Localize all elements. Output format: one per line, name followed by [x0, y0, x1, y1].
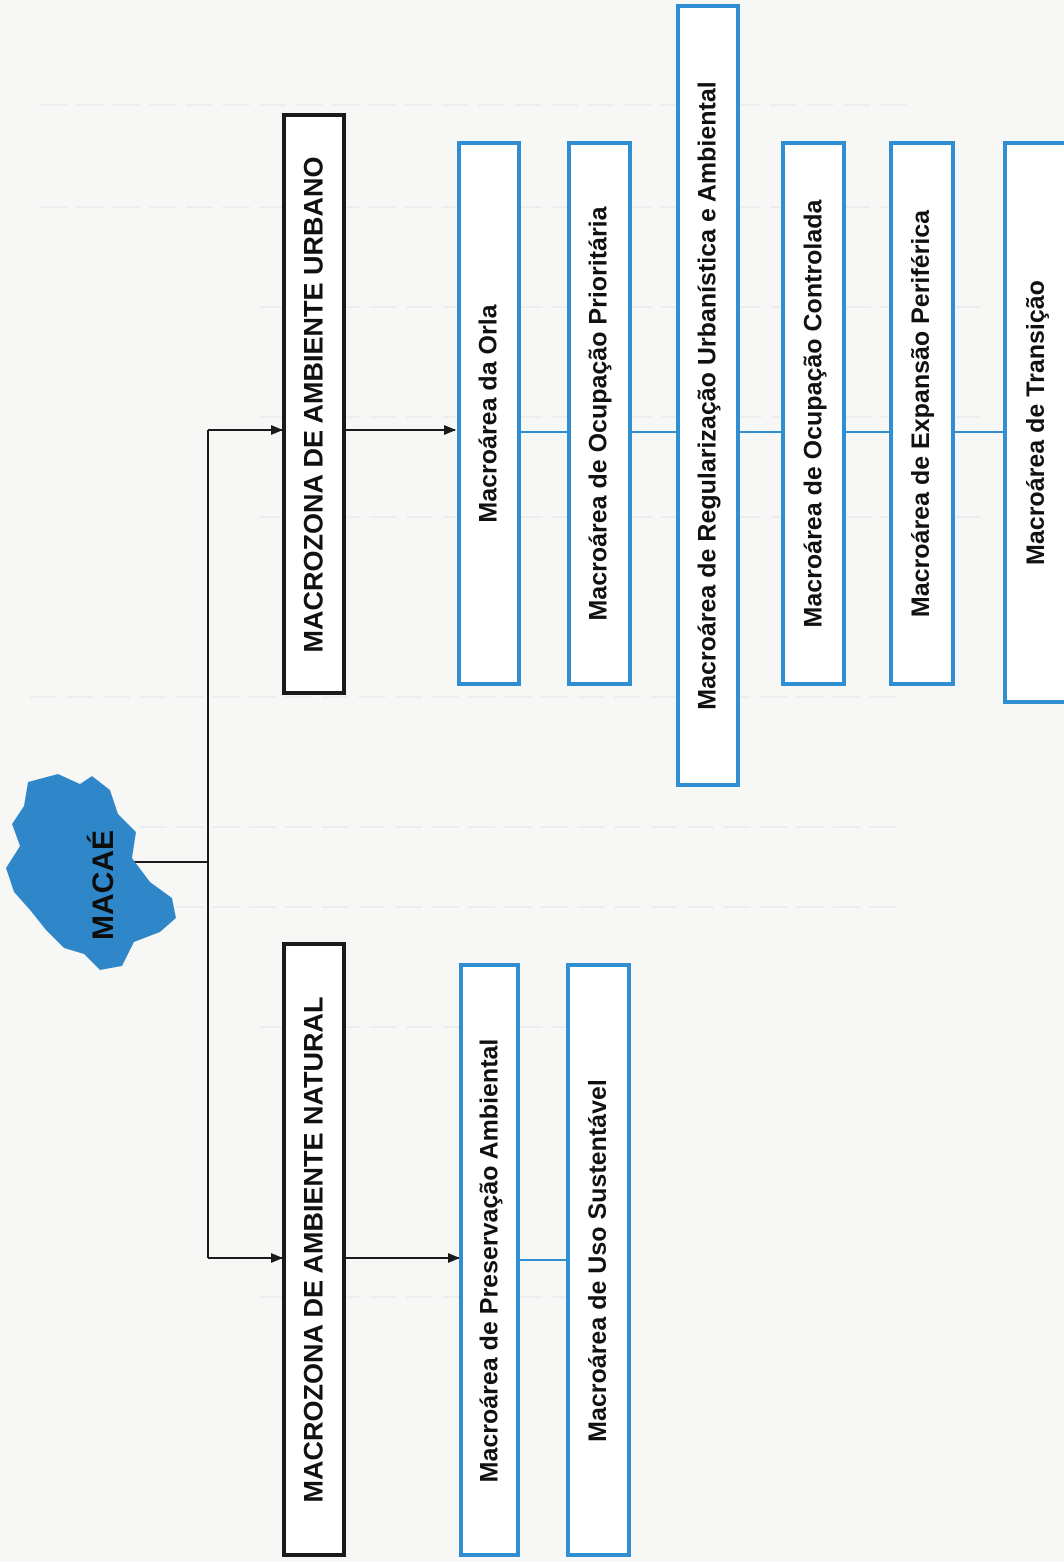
macae-map-shape [6, 774, 176, 970]
macroarea-transicao: Macroárea de Transição [1003, 141, 1064, 704]
macroarea-regularizacao: Macroárea de Regularização Urbanística e… [676, 4, 740, 787]
macrozone-urbano-label: MACROZONA DE AMBIENTE URBANO [298, 156, 329, 652]
macroarea-expansao-periferica-label: Macroárea de Expansão Periférica [907, 209, 936, 618]
macroarea-ocupacao-controlada-label: Macroárea de Ocupação Controlada [799, 199, 827, 628]
macroarea-transicao-label: Macroárea de Transição [1021, 280, 1050, 565]
macroarea-expansao-periferica: Macroárea de Expansão Periférica [889, 141, 955, 686]
macroarea-ocupacao-controlada: Macroárea de Ocupação Controlada [781, 141, 846, 686]
macroarea-orla: Macroárea da Orla [457, 141, 521, 686]
macroarea-uso-sustentavel-label: Macroárea de Uso Sustentável [584, 1078, 612, 1442]
macroarea-orla-label: Macroárea da Orla [474, 304, 503, 523]
macroarea-ocupacao-prioritaria-label: Macroárea de Ocupação Prioritária [585, 206, 613, 621]
macrozone-natural: MACROZONA DE AMBIENTE NATURAL [282, 942, 346, 1557]
macrozone-natural-label: MACROZONA DE AMBIENTE NATURAL [298, 996, 329, 1503]
macroarea-regularizacao-label: Macroárea de Regularização Urbanística e… [693, 81, 722, 710]
macroarea-ocupacao-prioritaria: Macroárea de Ocupação Prioritária [567, 141, 632, 686]
macroarea-preservacao-ambiental: Macroárea de Preservação Ambiental [459, 963, 520, 1557]
macrozone-urbano: MACROZONA DE AMBIENTE URBANO [282, 113, 346, 695]
macroarea-uso-sustentavel: Macroárea de Uso Sustentável [566, 963, 631, 1557]
root-node: MACAÉ [64, 830, 144, 940]
macroarea-preservacao-ambiental-label: Macroárea de Preservação Ambiental [475, 1038, 503, 1482]
root-label: MACAÉ [87, 830, 120, 940]
